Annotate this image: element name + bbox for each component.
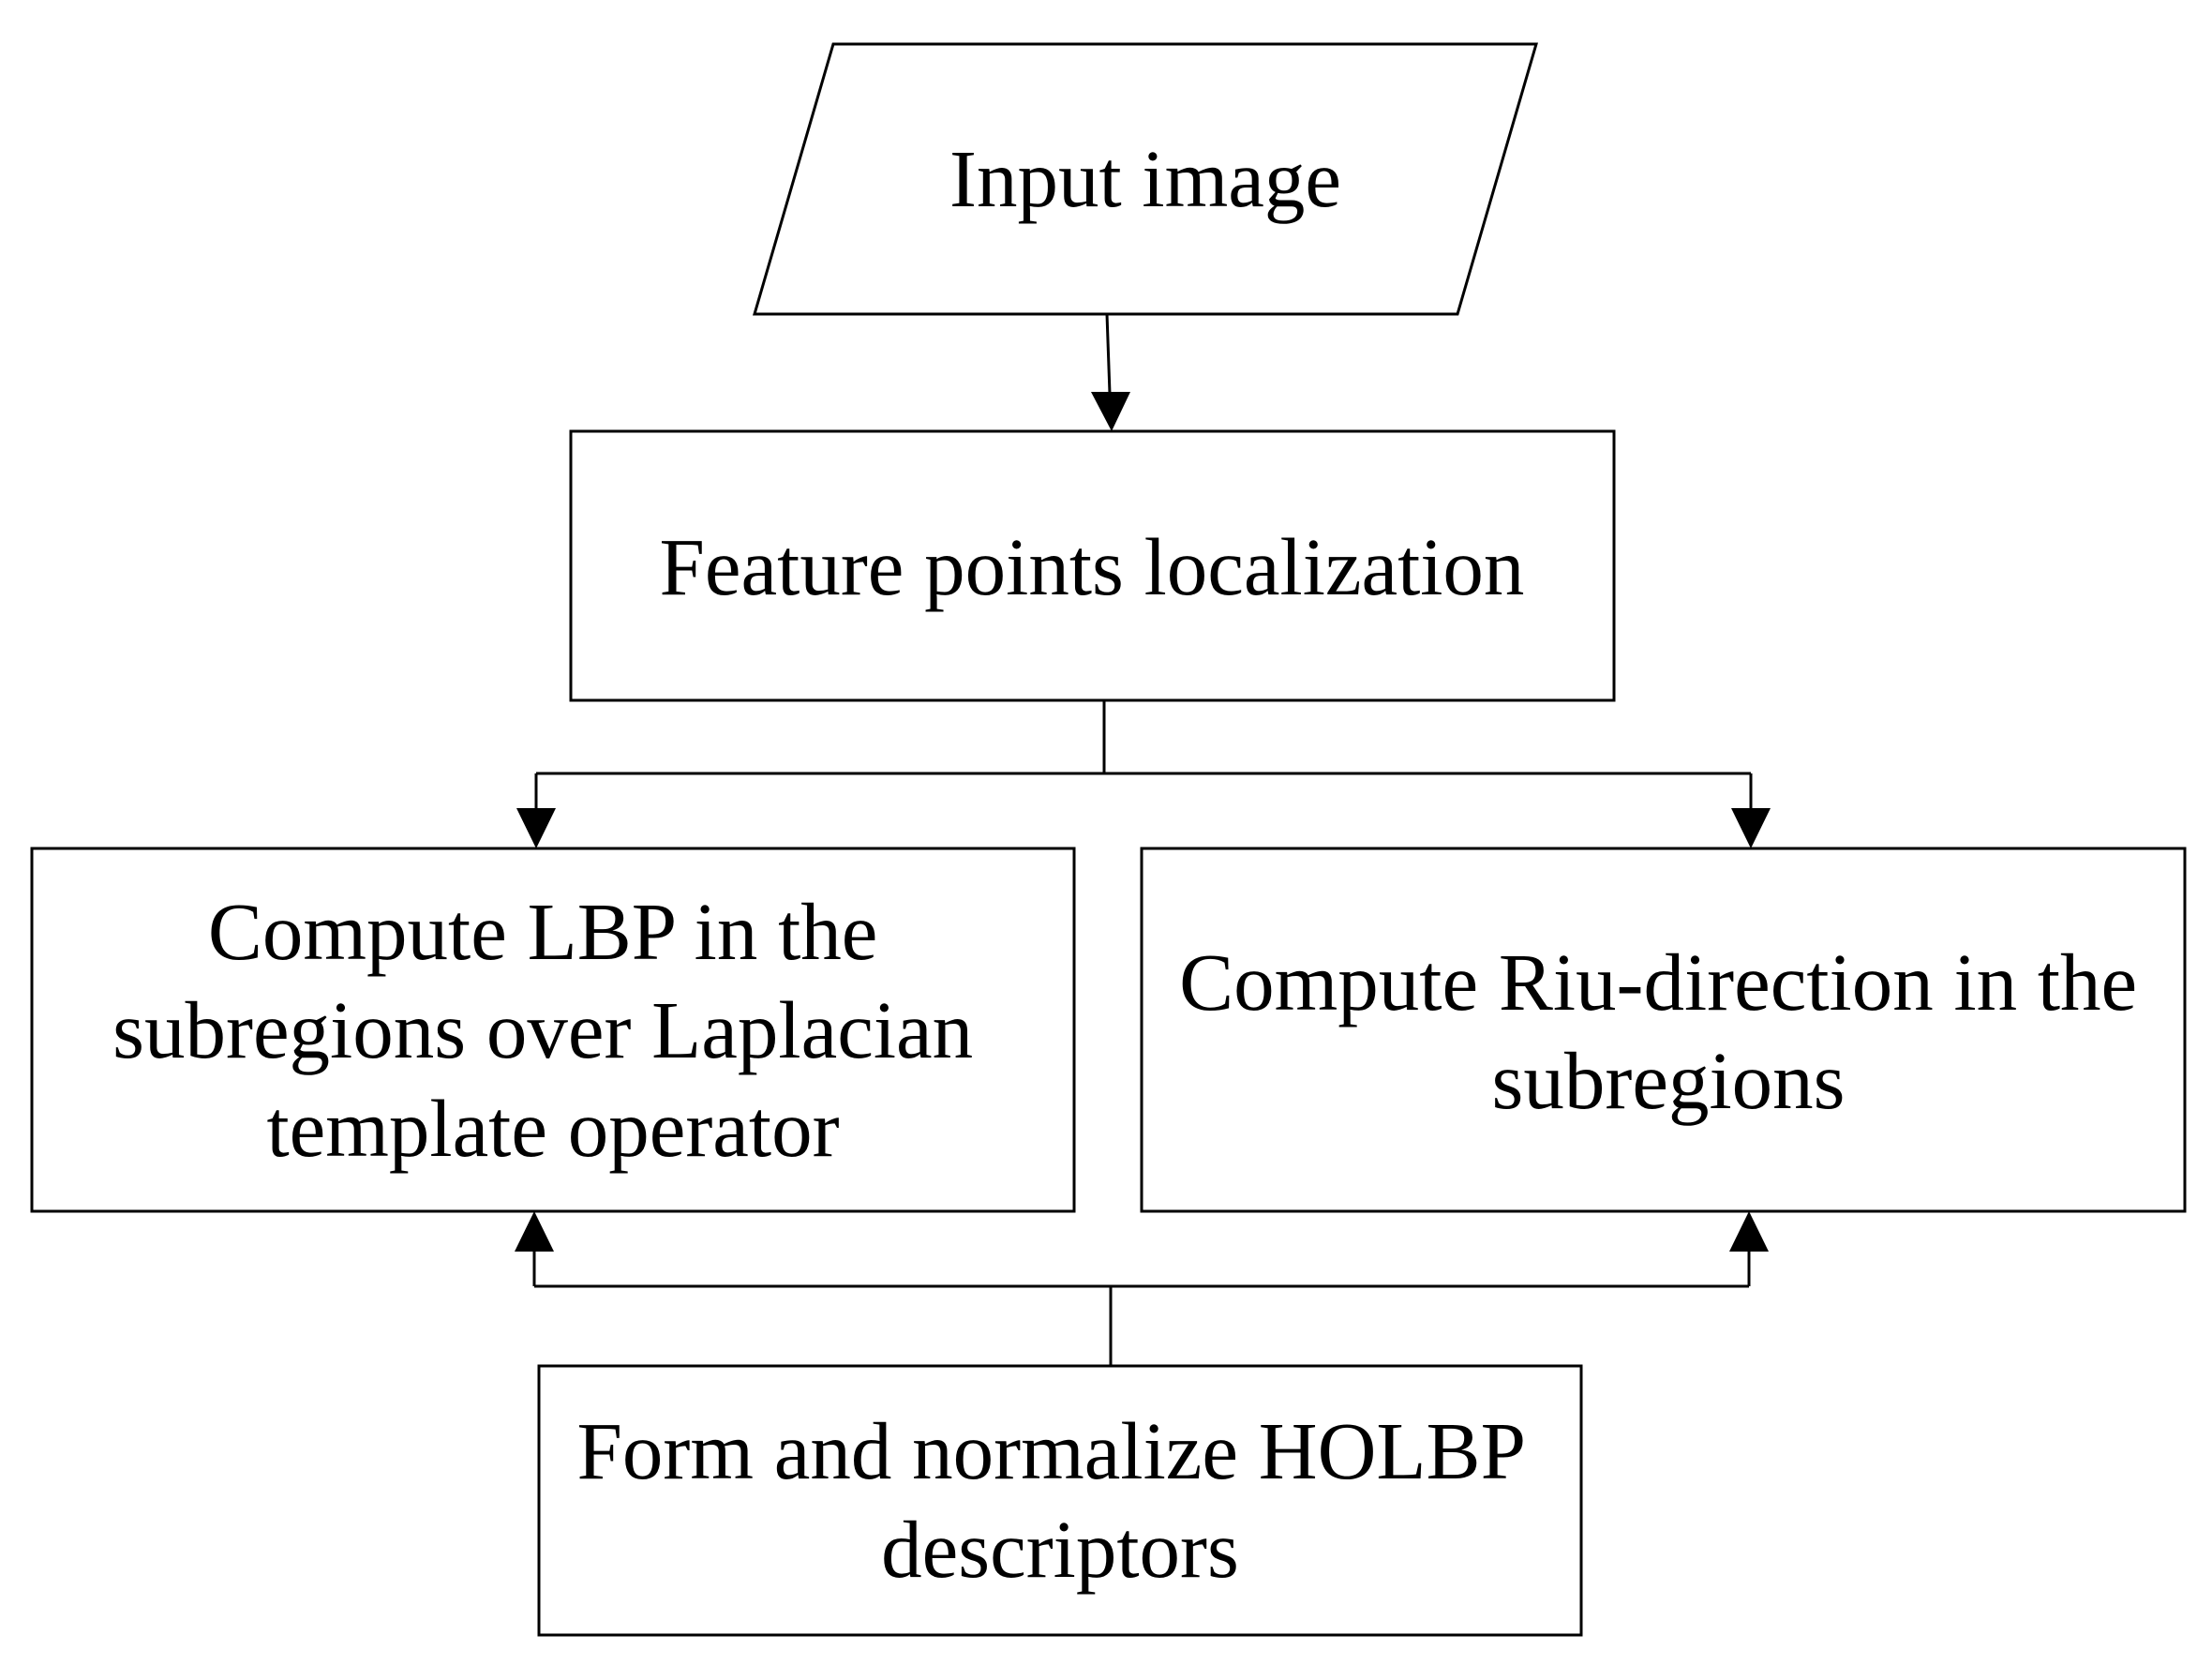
rectangle-shape [569,429,1616,702]
node-input-image: Input image [753,42,1538,316]
arrowhead-riu-bottom [1729,1211,1769,1252]
node-compute-riu-label: Compute Riu-direction in the subregions [1179,937,2158,1126]
edge-feature-split [534,700,1753,811]
edge-holbp-split [532,1249,1751,1366]
node-compute-riu: Compute Riu-direction in the subregions [1140,847,2187,1213]
node-form-holbp: Form and normalize HOLBP descriptors [537,1364,1583,1637]
rectangle-shape [1140,847,2187,1213]
node-form-holbp-label: Form and normalize HOLBP descriptors [577,1405,1544,1595]
node-input-image-label: Input image [949,133,1341,224]
edge-input-to-feature [1105,313,1112,395]
parallelogram-shape [753,42,1538,316]
arrowhead-lbp-bottom [515,1211,554,1252]
node-compute-lbp-label: Compute LBP in the subregions over Lapla… [112,886,994,1174]
arrowhead-lbp-top [516,808,556,848]
node-feature-localization-label: Feature points localization [660,521,1525,612]
rectangle-shape [537,1364,1583,1637]
arrowhead-riu-top [1731,808,1771,848]
arrowhead-feature-top [1091,392,1130,431]
rectangle-shape [30,847,1076,1213]
node-compute-lbp: Compute LBP in the subregions over Lapla… [30,847,1076,1213]
node-feature-localization: Feature points localization [569,429,1616,702]
edges [515,313,1771,1366]
